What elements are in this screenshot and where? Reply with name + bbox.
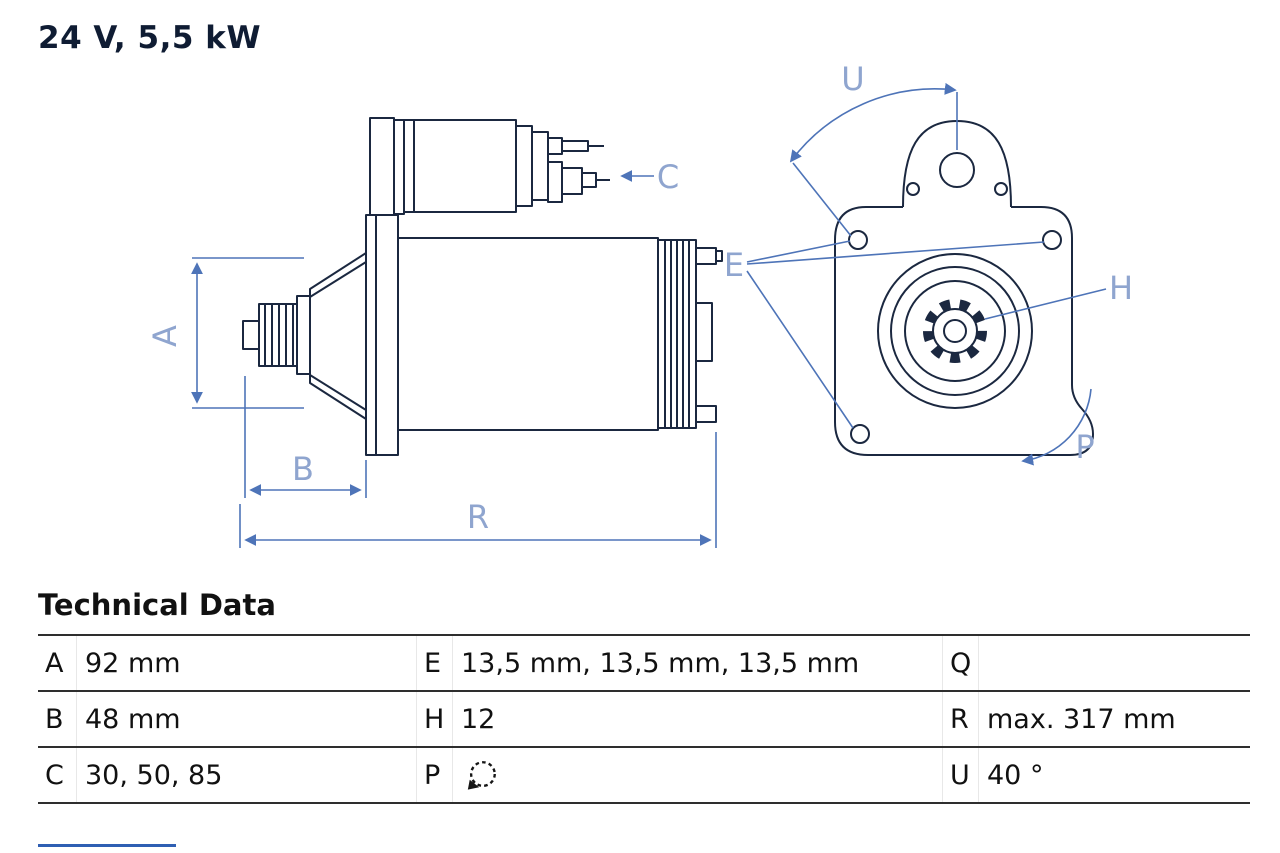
- label-u: U: [841, 60, 864, 98]
- label-r: R: [467, 498, 489, 536]
- pointer-e: [746, 240, 1045, 429]
- cell-key-a: A: [45, 647, 64, 679]
- cell-key-c: C: [45, 759, 64, 791]
- cell-value-e: 13,5 mm, 13,5 mm, 13,5 mm: [452, 636, 942, 690]
- label-a: A: [146, 325, 184, 347]
- pinion-shaft: [242, 295, 311, 375]
- cell-key-u: U: [942, 748, 978, 802]
- label-c: C: [657, 158, 679, 196]
- cell-key-r: R: [942, 692, 978, 746]
- cell-key-q: Q: [942, 636, 978, 690]
- label-h: H: [1109, 269, 1133, 307]
- technical-drawing: A B R C E H U P: [146, 60, 1133, 548]
- cell-value-b: 48 mm: [76, 692, 416, 746]
- technical-data-heading: Technical Data: [38, 588, 276, 622]
- table-row: B 48 mm H 12 R max. 317 mm: [38, 692, 1250, 748]
- technical-data-table: A 92 mm E 13,5 mm, 13,5 mm, 13,5 mm Q B …: [38, 634, 1250, 804]
- bolt-hole-bottom-left: [850, 424, 870, 444]
- label-b: B: [292, 450, 314, 488]
- dimension-r: [239, 432, 717, 548]
- rotation-ccw-icon: [467, 761, 496, 790]
- table-row: C 30, 50, 85 P U 40 °: [38, 748, 1250, 804]
- cell-key-e: E: [416, 636, 452, 690]
- flange-outline: [834, 206, 1094, 456]
- dimension-u: [789, 82, 958, 237]
- cell-value-q: [978, 636, 1250, 690]
- cell-value-a: 92 mm: [76, 636, 416, 690]
- bolt-hole-top-right: [1042, 230, 1062, 250]
- label-e: E: [724, 246, 744, 284]
- dimension-b: [244, 376, 367, 498]
- table-row: A 92 mm E 13,5 mm, 13,5 mm, 13,5 mm Q: [38, 636, 1250, 692]
- ear-hole: [939, 152, 975, 188]
- solenoid: [369, 117, 610, 216]
- pinion-gear-front: [923, 299, 987, 363]
- dimension-p: [1021, 388, 1092, 466]
- cell-value-r: max. 317 mm: [978, 692, 1250, 746]
- front-view: [834, 120, 1094, 456]
- cell-key-b: B: [45, 703, 64, 735]
- motor-body: [397, 237, 723, 431]
- dimension-a: [191, 257, 304, 409]
- cell-key-p: P: [416, 748, 452, 802]
- center-boss: [877, 253, 1033, 409]
- bottom-accent-line: [38, 844, 176, 847]
- mounting-flange-plate: [365, 214, 399, 456]
- label-p: P: [1075, 428, 1094, 466]
- cell-key-h: H: [416, 692, 452, 746]
- cell-value-c: 30, 50, 85: [76, 748, 416, 802]
- cell-value-h: 12: [452, 692, 942, 746]
- cell-value-u: 40 °: [978, 748, 1250, 802]
- bolt-hole-top-left: [848, 230, 868, 250]
- page-title: 24 V, 5,5 kW: [38, 20, 262, 56]
- side-view: [242, 117, 723, 456]
- pointer-h: [984, 288, 1107, 320]
- drive-end-cone: [309, 252, 367, 420]
- cell-value-p: [452, 748, 942, 802]
